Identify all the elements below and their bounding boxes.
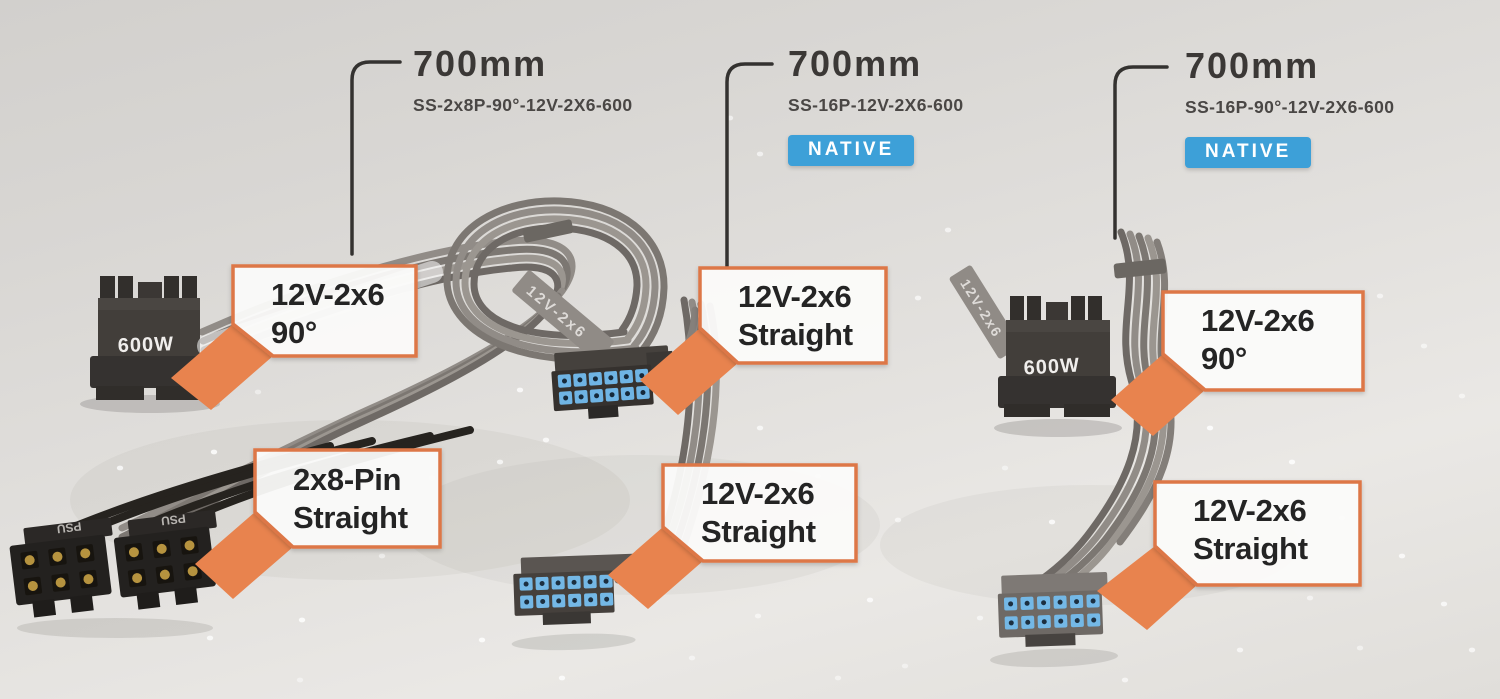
callout-box [698,266,888,365]
callout-box [1161,290,1365,392]
connector-flange [998,376,1116,408]
callout-tail [195,512,293,599]
psu-mark: PSU [160,511,186,528]
leader-lines [350,60,1169,268]
connector-teeth [1010,296,1102,322]
callout-tail [608,527,703,609]
callout-line2: Straight [1193,531,1308,566]
callout-line1: 12V-2x6 [701,476,814,511]
callout-line2: Straight [738,317,853,352]
callout-tail [640,328,738,415]
model-number: SS-2x8P-90°-12V-2X6-600 [413,95,633,115]
model-number: SS-16P-90°-12V-2X6-600 [1185,97,1395,117]
callout-line2: Straight [701,514,816,549]
callout-box [1153,480,1362,587]
connector-latch [1025,633,1076,647]
psu-mark: PSU [56,519,82,536]
connector-body [98,298,200,362]
callout-line2: 90° [1201,341,1247,376]
callout-tail [1111,354,1205,436]
length-value: 700mm [413,43,548,84]
callout-line1: 12V-2x6 [1201,303,1314,338]
callout-box [661,463,858,563]
callout-box [253,448,442,549]
connector-foot [1004,404,1050,417]
callout-line2: Straight [293,500,408,535]
connector-shadow [17,618,213,638]
leader-line-middle [725,62,774,268]
cable-tie [1113,258,1167,279]
connector-body [1006,320,1110,382]
psu-connector-1: PSU [9,517,113,618]
length-value: 700mm [788,43,923,84]
cable-tie [522,219,574,243]
leader-line-left [350,60,402,256]
model-number: SS-16P-12V-2X6-600 [788,95,964,115]
callout-line2: 90° [271,315,317,350]
callout-tail [171,324,273,410]
callout-box [231,264,418,358]
native-badge: NATIVE [1185,136,1312,168]
floor-dots [116,115,1476,683]
callout-line1: 12V-2x6 [271,277,384,312]
connector-12v2x6-straight-mid-bottom [511,553,636,651]
connector-2x8pin-psu: PSU PSU [9,509,217,638]
connector-body-highlight [98,298,200,310]
length-label-middle: 700mm SS-16P-12V-2X6-600 NATIVE [788,46,964,166]
connector-12v2x6-straight-right-bottom [990,572,1118,668]
connector-foot [96,386,144,400]
callouts: 12V-2x6 90° 2x8-Pin Straight 12V-2x6 Str… [171,264,1365,630]
connector-latch [587,404,619,419]
callout-line1: 12V-2x6 [738,279,851,314]
callout-line1: 12V-2x6 [1193,493,1306,528]
leader-line-right [1113,65,1169,240]
psu-connector-2: PSU [113,509,217,610]
connector-teeth [100,276,197,302]
native-badge: NATIVE [788,134,915,166]
length-value: 700mm [1185,45,1320,86]
wattage-mark: 600W [117,333,174,357]
cable-bundle-right [1028,228,1175,596]
callout-tail [1097,546,1197,630]
callout-line1: 2x8-Pin [293,462,401,497]
connector-latch [542,611,591,625]
length-label-right: 700mm SS-16P-90°-12V-2X6-600 NATIVE [1185,48,1394,168]
connector-foot [1064,404,1110,417]
length-label-left: 700mm SS-2x8P-90°-12V-2X6-600 [413,46,633,115]
wattage-mark: 600W [1023,355,1080,380]
connector-12v2x6-90-right: 600W [994,296,1122,437]
